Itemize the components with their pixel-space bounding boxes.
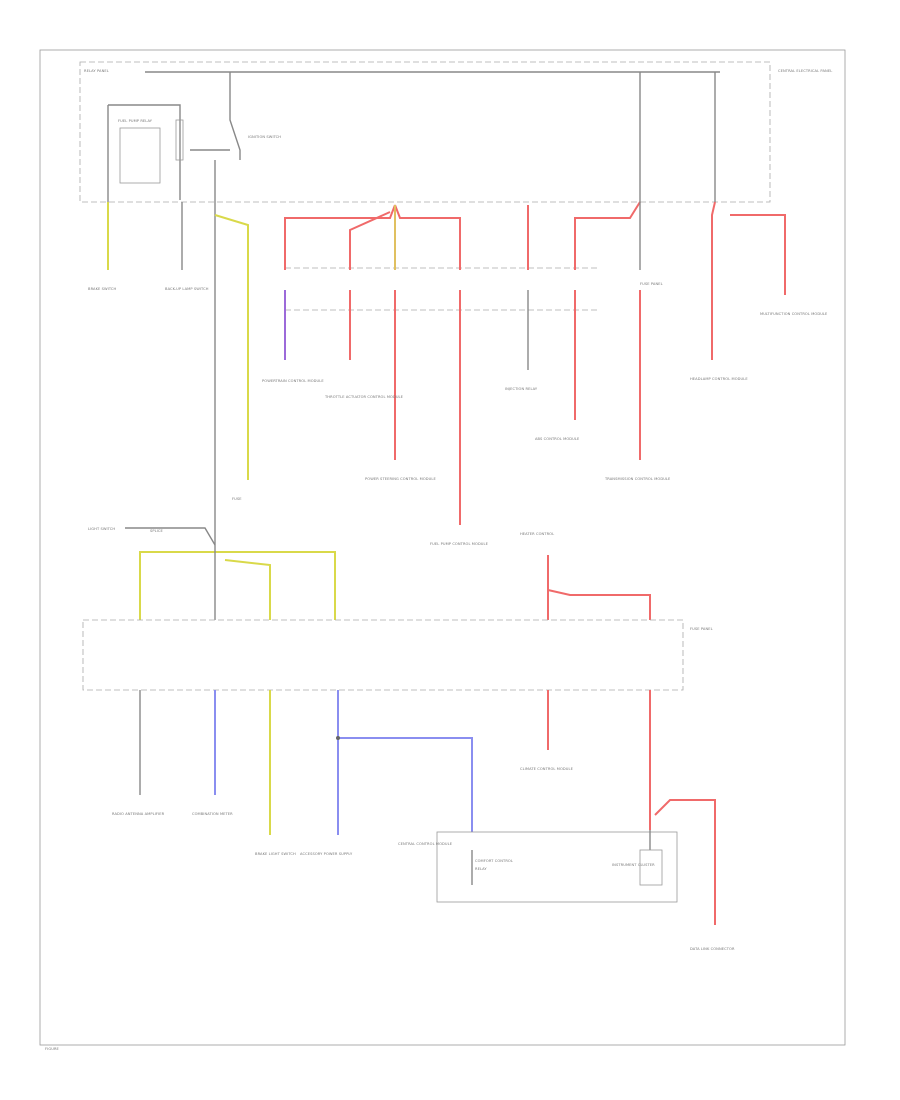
label-t1: BRAKE SWITCH <box>88 287 117 291</box>
label-t2: BACK-UP LAMP SWITCH <box>165 287 209 291</box>
relay-label: FUEL PUMP RELAY <box>118 119 153 123</box>
label-l5: CLIMATE CONTROL MODULE <box>520 767 574 771</box>
wire-t3 <box>214 214 249 480</box>
central-control-box <box>436 831 678 903</box>
label-l1: RADIO ANTENNA AMPLIFIER <box>112 812 165 816</box>
left-tag: SPLICE <box>150 529 164 533</box>
yellow-bus <box>139 551 336 620</box>
label-l3: BRAKE LIGHT SWITCH <box>255 852 296 856</box>
lower-fuse-panel <box>82 619 684 691</box>
label-u5: INJECTION RELAY <box>505 387 538 391</box>
red-feed-1 <box>284 204 396 270</box>
red-feed-3 <box>349 211 391 270</box>
top-panel-box <box>79 61 771 203</box>
yellow-branch <box>224 559 271 620</box>
label-l2: COMBINATION METER <box>192 812 233 816</box>
red-feed-5 <box>574 201 641 270</box>
ign-switch <box>229 72 241 160</box>
label-u3: POWER STEERING CONTROL MODULE <box>365 477 436 481</box>
left-label: LIGHT SWITCH <box>88 527 115 531</box>
relay-coil <box>175 119 184 161</box>
label-u2: THROTTLE ACTUATOR CONTROL MODULE <box>324 395 404 399</box>
relay-box <box>119 127 161 184</box>
lower-top-right-label: HEATER CONTROL <box>520 532 554 536</box>
red-lower-2 <box>547 589 651 620</box>
splice-dot <box>336 736 340 740</box>
label-l6: INSTRUMENT CLUSTER <box>612 863 655 867</box>
u-wire-9 <box>730 214 786 295</box>
box-title: CENTRAL CONTROL MODULE <box>398 842 453 846</box>
box-relay <box>639 849 663 886</box>
relay-frame <box>108 104 181 200</box>
ign-label: IGNITION SWITCH <box>248 135 281 139</box>
top-box-label: RELAY PANEL <box>84 69 109 73</box>
label-u8: HEADLAMP CONTROL MODULE <box>690 377 748 381</box>
box-inner-2: RELAY <box>475 867 487 871</box>
lower-fuse-label: FUSE PANEL <box>690 627 713 631</box>
label-u6: ABS CONTROL MODULE <box>535 437 580 441</box>
corner-label: FIGURE <box>45 1047 60 1051</box>
label-l4: ACCESSORY POWER SUPPLY <box>300 852 353 856</box>
label-t3: FUSE <box>232 497 242 501</box>
label-l7: DATA LINK CONNECTOR <box>690 947 735 951</box>
label-u1: POWERTRAIN CONTROL MODULE <box>262 379 324 383</box>
label-u9: MULTIFUNCTION CONTROL MODULE <box>760 312 828 316</box>
red-feed-2 <box>394 204 461 270</box>
outer-frame <box>39 49 846 1046</box>
u-wire-8 <box>711 201 716 360</box>
label-u4: FUEL PUMP CONTROL MODULE <box>430 542 489 546</box>
box-inner-1: COMFORT CONTROL <box>475 859 513 863</box>
l-wire-8 <box>654 799 716 925</box>
top-box-right-label: CENTRAL ELECTRICAL PANEL <box>778 69 832 73</box>
label-u7: TRANSMISSION CONTROL MODULE <box>604 477 671 481</box>
upper-fuse-label: FUSE PANEL <box>640 282 663 286</box>
left-tag-wire <box>125 527 216 546</box>
l-wire-5 <box>338 737 473 832</box>
